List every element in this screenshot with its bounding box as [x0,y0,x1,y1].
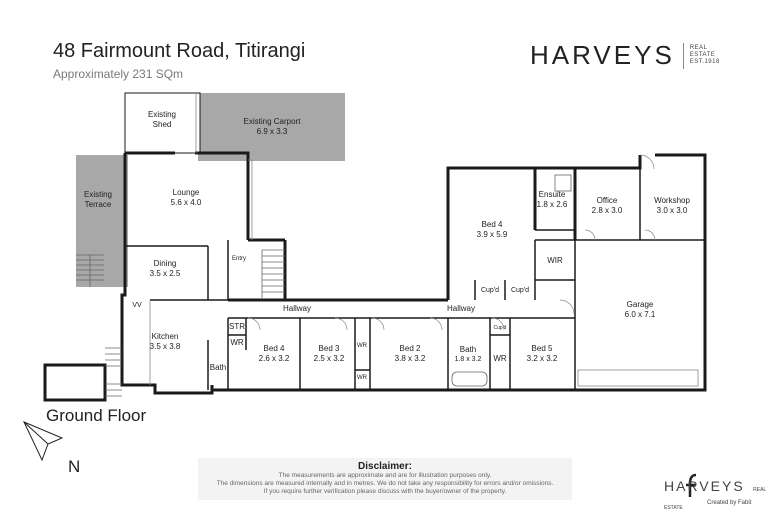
bed4-right-label: Bed 4 [482,220,503,229]
terrace-label-2: Terrace [85,200,112,209]
carport-area [198,93,345,161]
terrace-steps [76,254,104,287]
floor-area-subtitle: Approximately 231 SQm [53,67,184,81]
workshop-dimensions: 3.0 x 3.0 [657,206,688,215]
north-arrow: N [22,421,80,476]
ensuite-dimensions: 1.8 x 2.6 [537,200,568,209]
vv-label: VV [132,302,142,309]
ensuite-label: Ensuite [539,190,566,199]
shed-area [124,92,201,154]
disclaimer-line: The measurements are approximate and are… [278,472,492,479]
footer-brand-tag: REAL ESTATE [664,487,767,511]
bed4-left-label: Bed 4 [264,344,285,353]
brand-logo: HARVEYS REAL ESTATE EST.1918 [530,40,720,71]
disclaimer-line: The dimensions are measured internally a… [216,480,554,487]
window-lines [149,93,253,385]
cupd1-label: Cup'd [481,287,499,294]
cupd-small-label: Cup'd [494,325,507,331]
floor-label: Ground Floor [46,406,147,425]
wr-left-label: WR [230,338,244,347]
terrace-area [76,155,128,287]
kitchen-dimensions: 3.5 x 3.8 [150,342,181,351]
bath-left-label: Bath [210,363,226,372]
footer-brand-name: HARVEYS [664,478,745,494]
lounge-label: Lounge [173,188,200,197]
garage-label: Garage [627,300,654,309]
page-title: 48 Fairmount Road, Titirangi [53,40,306,62]
bed3-dimensions: 2.5 x 3.2 [314,354,345,363]
fabit-logo-icon [686,473,697,497]
bath-right-label: Bath [460,345,476,354]
brand-tag-line: ESTATE [689,52,716,58]
bed3-label: Bed 3 [319,344,340,353]
disclaimer-title: Disclaimer: [358,461,412,472]
shower [554,174,572,192]
dining-dimensions: 3.5 x 2.5 [150,269,181,278]
footer-brand: HARVEYS REAL ESTATE [664,478,768,514]
north-label: N [68,457,80,476]
bed5-dimensions: 3.2 x 3.2 [527,354,558,363]
garage-door [577,369,699,387]
bed2-dimensions: 3.8 x 3.2 [395,354,426,363]
hallway-left-label: Hallway [283,304,311,313]
brand-name: HARVEYS [530,40,675,70]
kitchen-stairs [105,347,122,397]
bed4-right-dimensions: 3.9 x 5.9 [477,230,508,239]
workshop-label: Workshop [654,196,690,205]
bed2-label: Bed 2 [400,344,421,353]
office-dimensions: 2.8 x 3.0 [592,206,623,215]
terrace-label: Existing [84,190,112,199]
office-label: Office [597,196,618,205]
carport-dimensions: 6.9 x 3.3 [257,127,288,136]
hallway-right-label: Hallway [447,304,475,313]
disclaimer-line: If you require further verification plea… [263,488,507,495]
garage-dimensions: 6.0 x 7.1 [625,310,656,319]
shed-label: Existing [148,110,176,119]
door-swings [247,154,656,331]
lounge-dimensions: 5.6 x 4.0 [171,198,202,207]
wr-mid2-label: WR [357,375,368,381]
bathtub [451,371,488,387]
exterior-walls [43,151,707,402]
wr-right-label: WR [493,354,507,363]
carport-label: Existing Carport [244,117,302,126]
dining-label: Dining [154,259,177,268]
disclaimer-box: Disclaimer: The measurements are approxi… [198,458,572,500]
bed5-label: Bed 5 [532,344,553,353]
wr-mid1-label: WR [357,343,368,349]
created-by-label: Created by Fabit [707,500,752,506]
interior-walls [125,168,705,390]
shed-label-2: Shed [153,120,172,129]
entry-label: Entry [232,256,246,262]
bed4-left-dimensions: 2.6 x 3.2 [259,354,290,363]
brand-tagline: REAL ESTATE EST.1918 [690,45,720,66]
kitchen-label: Kitchen [152,332,179,341]
wir-label: WIR [547,256,563,265]
cupd2-label: Cup'd [511,287,529,294]
bath-right-dimensions: 1.8 x 3.2 [455,356,482,363]
brand-divider [682,42,684,69]
brand-tag-line: EST.1918 [689,59,720,65]
brand-tag-line: REAL [689,45,708,51]
str-label: STR [229,322,245,331]
entry-stairs [261,249,285,298]
